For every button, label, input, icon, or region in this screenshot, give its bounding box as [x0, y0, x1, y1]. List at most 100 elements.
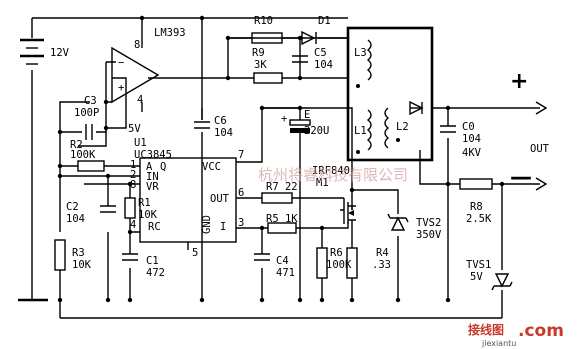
label-uc3845: UC3845	[134, 149, 172, 161]
pin-6: 6	[238, 187, 244, 199]
lm393-minus: −	[118, 57, 124, 69]
watermark-text: 杭州将睿科技有限公司	[258, 166, 408, 184]
chip-q: Q	[160, 161, 166, 173]
label-out: OUT	[530, 143, 550, 155]
r6: R6 100K	[316, 247, 352, 279]
value-c0: 104	[462, 133, 481, 145]
e-plus: +	[281, 113, 287, 125]
r1: R1 10K	[124, 197, 158, 221]
chip-vcc: VCC	[202, 161, 221, 173]
pin-7: 7	[238, 149, 244, 161]
mosfet-m1: M1 IRF840	[312, 165, 356, 230]
lm393-pin4: 4	[137, 94, 143, 106]
value-tvs1: 5V	[470, 271, 483, 283]
value-c1: 472	[146, 267, 165, 279]
label-plus: +	[510, 69, 528, 94]
c6: C6 104	[194, 115, 233, 139]
pin-3: 3	[238, 217, 244, 229]
c2: C2 104	[66, 201, 116, 225]
site-logo: 接线图 .com jiexiantu	[468, 321, 564, 348]
c0: C0 104 4KV	[440, 121, 482, 159]
transformer: L3 L1 L2	[346, 26, 434, 162]
label-l2: L2	[396, 121, 409, 133]
c4: C4 471	[254, 253, 295, 279]
r7: R7 22	[261, 181, 298, 204]
r9: R9 3K	[252, 47, 283, 84]
pin-1: 1	[130, 159, 136, 171]
label-c5: C5	[314, 47, 327, 59]
uc3845-chip: U1 UC3845 1 2 8 4 7 6 3 5 A Q VCC IN VR …	[130, 137, 244, 259]
label-r8: R8	[470, 201, 483, 213]
label-r6: R6	[330, 247, 343, 259]
pin-2: 2	[130, 169, 136, 181]
value-r9: 3K	[254, 59, 267, 71]
lm393-plus: +	[118, 82, 124, 94]
label-r1: R1	[138, 197, 151, 209]
label-r7: R7 22	[266, 181, 298, 193]
label-tvs1: TVS1	[466, 259, 491, 271]
r10-d1: R10 D1	[251, 15, 331, 46]
tvs1: TVS1 5V	[466, 259, 513, 291]
logo-cn: 接线图	[468, 322, 504, 337]
capacitor-e: + E 220U	[281, 109, 329, 137]
junction-dots	[57, 15, 505, 303]
tvs2: TVS2 350V	[387, 213, 442, 241]
label-c3: C3	[84, 95, 97, 107]
label-e: E	[304, 109, 310, 121]
value-r1: 10K	[138, 209, 158, 221]
chip-a: A	[146, 161, 153, 173]
chip-in: IN	[146, 171, 159, 183]
value-c5: 104	[314, 59, 333, 71]
label-r2: R2	[70, 139, 83, 151]
r8: R8 2.5K	[459, 178, 493, 225]
r5: R5 1K	[266, 213, 298, 234]
label-r10: R10	[254, 15, 273, 27]
value-r6: 100K	[326, 259, 352, 271]
pin-8: 8	[130, 179, 136, 191]
label-l3: L3	[354, 47, 367, 59]
value-r3: 10K	[72, 259, 92, 271]
logo-com: .com	[518, 321, 564, 341]
label-5v: 5V	[128, 123, 141, 135]
wires	[20, 17, 540, 319]
c3: C3 100P	[74, 95, 99, 140]
c5: C5 104	[292, 47, 333, 71]
r3: R3 10K	[54, 239, 92, 271]
label-r4: R4	[376, 247, 389, 259]
pin-5: 5	[192, 247, 198, 259]
value-c4: 471	[276, 267, 295, 279]
label-d1: D1	[318, 15, 331, 27]
r4: R4 .33	[346, 247, 391, 279]
label-l1: L1	[354, 125, 367, 137]
label-minus: —	[510, 165, 532, 190]
value-c3: 100P	[74, 107, 99, 119]
label-12v: 12V	[50, 47, 70, 59]
label-irf840: IRF840	[312, 165, 350, 177]
chip-gnd: GND	[201, 215, 213, 234]
label-c1: C1	[146, 255, 159, 267]
lm393-pin8: 8	[134, 39, 140, 51]
logo-pinyin: jiexiantu	[481, 339, 516, 348]
label-r3: R3	[72, 247, 85, 259]
label-m1: M1	[316, 177, 329, 189]
value-c2: 104	[66, 213, 85, 225]
label-c2: C2	[66, 201, 79, 213]
lm393-comparator: − + LM393 8 4	[111, 27, 186, 112]
chip-rc: RC	[148, 221, 161, 233]
label-r5: R5 1K	[266, 213, 298, 225]
pin-4: 4	[130, 219, 136, 231]
r2: R2 100K	[70, 139, 105, 172]
battery-12v: 12V	[20, 38, 70, 65]
chip-vr: VR	[146, 181, 159, 193]
output-terminals: + — OUT	[510, 69, 550, 191]
label-tvs2: TVS2	[416, 217, 441, 229]
value-tvs2: 350V	[416, 229, 442, 241]
value-e: 220U	[304, 125, 329, 137]
label-c4: C4	[276, 255, 289, 267]
label-c0: C0	[462, 121, 475, 133]
value-r2: 100K	[70, 149, 96, 161]
chip-out: OUT	[210, 193, 230, 205]
c1: C1 472	[122, 253, 165, 279]
